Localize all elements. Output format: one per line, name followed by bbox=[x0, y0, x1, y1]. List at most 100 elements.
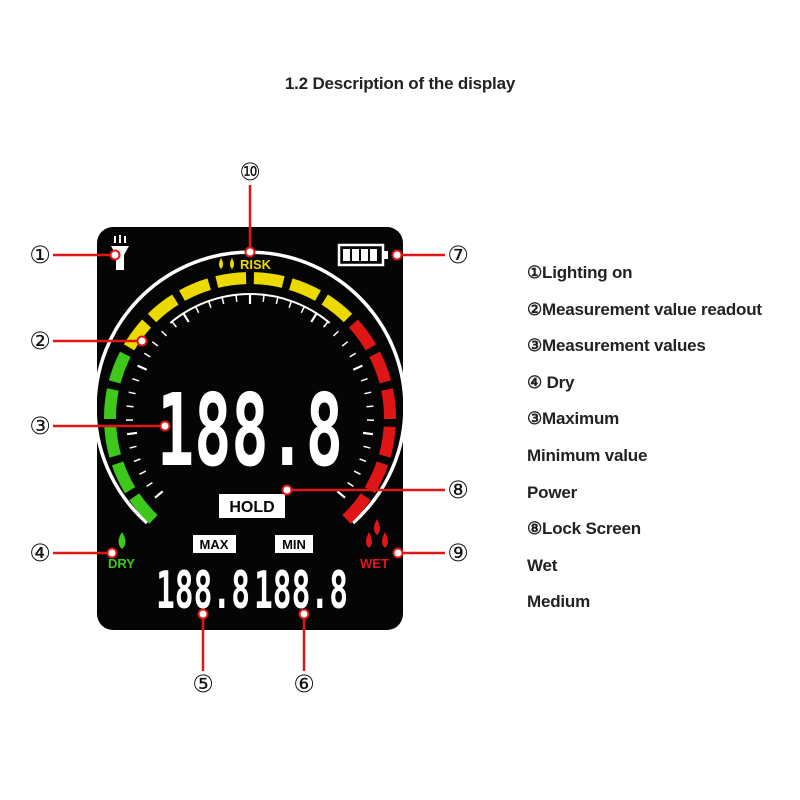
tick-mark bbox=[336, 490, 346, 499]
callout-number: ① bbox=[29, 241, 51, 269]
scale-segment bbox=[342, 493, 371, 524]
callout-dot bbox=[392, 547, 404, 559]
legend-item-10: Medium bbox=[527, 592, 591, 612]
callout-number: ⑤ bbox=[192, 670, 214, 698]
legend-item-1: ①Lighting on bbox=[527, 263, 633, 282]
legend-list: ①Lighting on ②Measurement value readout … bbox=[527, 258, 762, 624]
tick-mark bbox=[362, 431, 374, 436]
tick-mark bbox=[137, 364, 148, 371]
tick-mark bbox=[182, 312, 190, 323]
scale-segment bbox=[147, 294, 179, 323]
risk-label: RISK bbox=[240, 257, 272, 272]
tick-mark bbox=[352, 364, 363, 371]
scale-segment bbox=[321, 294, 353, 323]
tick-mark bbox=[126, 405, 134, 408]
tick-mark bbox=[349, 352, 357, 358]
tick-mark bbox=[364, 391, 372, 395]
scale-segment bbox=[108, 351, 131, 384]
tick-mark bbox=[221, 297, 225, 305]
callout-dot bbox=[136, 335, 148, 347]
callout-dot bbox=[244, 246, 256, 258]
max-box bbox=[193, 535, 236, 553]
callout-number: ② bbox=[29, 327, 51, 355]
tick-mark bbox=[171, 321, 177, 328]
hold-box bbox=[219, 494, 285, 518]
tick-mark bbox=[151, 341, 159, 347]
tick-mark bbox=[126, 431, 138, 436]
scale-segment bbox=[381, 388, 397, 420]
tick-mark bbox=[332, 330, 339, 337]
min-label: MIN bbox=[282, 537, 306, 552]
callout-dot bbox=[197, 608, 209, 620]
tick-mark bbox=[366, 405, 374, 408]
inner-tick-arc bbox=[125, 293, 375, 499]
tick-mark bbox=[359, 458, 367, 463]
legend-item-7: Power bbox=[527, 482, 578, 502]
dry-label: DRY bbox=[108, 556, 135, 571]
wet-drops-icon bbox=[366, 519, 388, 548]
callout-dot bbox=[281, 484, 293, 496]
tick-mark bbox=[139, 470, 147, 475]
tick-mark bbox=[341, 341, 349, 347]
tick-mark bbox=[154, 490, 164, 499]
callout-dot bbox=[298, 608, 310, 620]
tick-mark bbox=[363, 445, 371, 449]
callout-numbers: ① ② ③ ④ ⑤ ⑥ ⑦ ⑧ ⑨ ⑩ bbox=[29, 158, 469, 698]
callout-dots bbox=[106, 246, 404, 620]
callout-dot bbox=[159, 420, 171, 432]
tick-mark bbox=[133, 458, 141, 463]
callout-number: ④ bbox=[29, 539, 51, 567]
legend-item-2: ②Measurement value readout bbox=[527, 299, 762, 319]
callout-number: ⑧ bbox=[447, 476, 469, 504]
dry-drop-icon bbox=[118, 532, 126, 549]
callout-number: ③ bbox=[29, 412, 51, 440]
max-label: MAX bbox=[200, 537, 229, 552]
scale-segment bbox=[288, 278, 321, 301]
scale-segment bbox=[103, 388, 119, 420]
scale-segment bbox=[129, 493, 158, 524]
callout-dot bbox=[106, 547, 118, 559]
callout-dot bbox=[109, 249, 121, 261]
tick-mark bbox=[132, 377, 140, 382]
main-reading: 188.8 bbox=[157, 372, 343, 489]
scale-segment bbox=[378, 426, 396, 458]
tick-mark bbox=[262, 294, 265, 302]
tick-mark bbox=[194, 306, 200, 314]
lcd-screen bbox=[97, 227, 403, 630]
tick-mark bbox=[161, 330, 168, 337]
tick-mark bbox=[323, 321, 329, 328]
scale-segment bbox=[253, 272, 285, 288]
callout-number: ⑨ bbox=[447, 539, 469, 567]
tick-mark bbox=[288, 300, 293, 308]
page-title: 1.2 Description of the display bbox=[284, 74, 516, 93]
tick-mark bbox=[310, 312, 318, 323]
inner-arc bbox=[169, 293, 331, 324]
callout-dot bbox=[391, 249, 403, 261]
tick-mark bbox=[146, 481, 153, 488]
scale-segment bbox=[369, 351, 392, 384]
legend-item-5: ③Maximum bbox=[527, 409, 620, 429]
callout-number: ⑦ bbox=[447, 241, 469, 269]
tick-mark bbox=[300, 306, 306, 314]
scale-segment bbox=[215, 272, 247, 288]
legend-item-8: ⑧Lock Screen bbox=[527, 519, 641, 539]
legend-item-9: Wet bbox=[527, 555, 558, 575]
tick-mark bbox=[360, 377, 368, 382]
battery-icon bbox=[337, 243, 388, 267]
min-box bbox=[275, 535, 313, 553]
hold-label: HOLD bbox=[229, 499, 274, 516]
tick-mark bbox=[207, 300, 212, 308]
water-drops-icon bbox=[219, 258, 234, 269]
tick-mark bbox=[128, 391, 136, 395]
tick-mark bbox=[347, 481, 354, 488]
scale-segment bbox=[348, 319, 377, 351]
tick-mark bbox=[129, 445, 137, 449]
callout-lines bbox=[53, 185, 445, 671]
callout-number: ⑥ bbox=[293, 670, 315, 698]
callout-number: ⑩ bbox=[239, 158, 261, 186]
legend-item-6: Minimum value bbox=[527, 445, 648, 465]
legend-item-4: ④ Dry bbox=[527, 372, 575, 392]
scale-segment bbox=[111, 461, 136, 494]
legend-item-3: ③Measurement values bbox=[527, 336, 706, 356]
